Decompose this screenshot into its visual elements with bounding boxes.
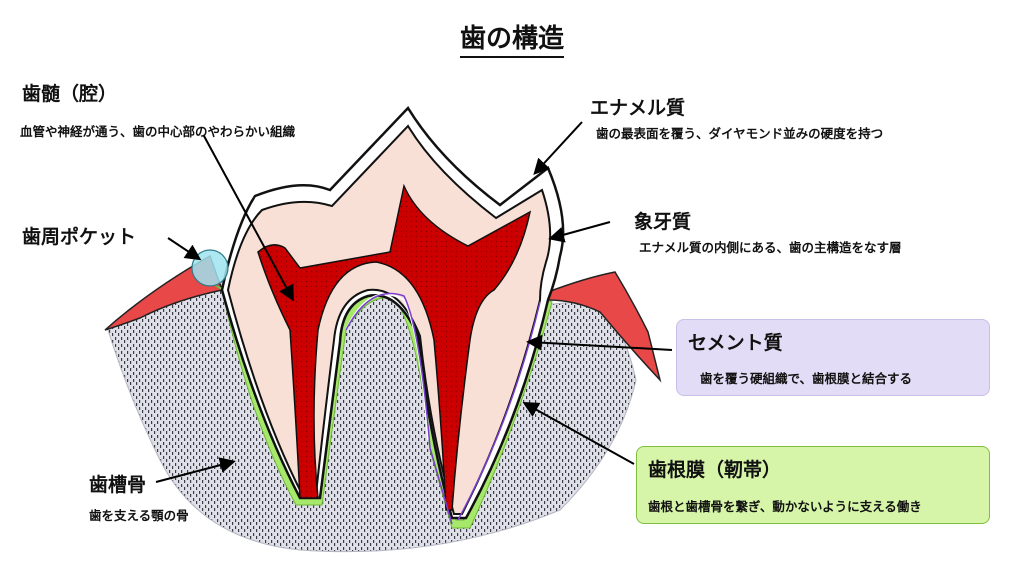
gum-right xyxy=(547,271,662,383)
periodontal-pocket-marker xyxy=(191,249,229,287)
pdl-pointer xyxy=(522,402,635,465)
enamel-pointer xyxy=(533,121,583,175)
cementum-description: 歯を覆う硬組織で、歯根膜と結合する xyxy=(700,371,913,386)
bone-label: 歯槽骨 xyxy=(89,474,147,496)
pulp-pointer xyxy=(203,135,294,302)
pdl-label: 歯根膜（靭帯） xyxy=(648,459,782,481)
dentin-pointer xyxy=(548,221,611,243)
cementum-pointer xyxy=(526,334,673,351)
pdl-callout xyxy=(636,446,990,524)
cementum-callout xyxy=(676,319,990,396)
pocket-pointer xyxy=(167,237,202,261)
cementum xyxy=(345,292,541,525)
bone-pointer xyxy=(155,457,236,483)
dentin-description: エナメル質の内側にある、歯の主構造をなす層 xyxy=(639,240,902,255)
enamel-description: 歯の最表面を覆う、ダイヤモンド並みの硬度を持つ xyxy=(596,126,884,141)
pulp xyxy=(257,183,532,511)
diagram-title: 歯の構造 xyxy=(0,18,1024,58)
cementum-label: セメント質 xyxy=(688,332,783,354)
dentin-label: 象牙質 xyxy=(634,211,692,233)
bone-description: 歯を支える顎の骨 xyxy=(89,508,189,523)
pulp-description: 血管や神経が通う、歯の中心部のやわらかい組織 xyxy=(20,124,296,139)
pulp-label: 歯髄（腔） xyxy=(22,83,118,105)
enamel-label: エナメル質 xyxy=(590,97,686,119)
pocket-label: 歯周ポケット xyxy=(22,226,137,248)
pdl-description: 歯根と歯槽骨を繋ぎ、動かないように支える働き xyxy=(648,499,922,514)
